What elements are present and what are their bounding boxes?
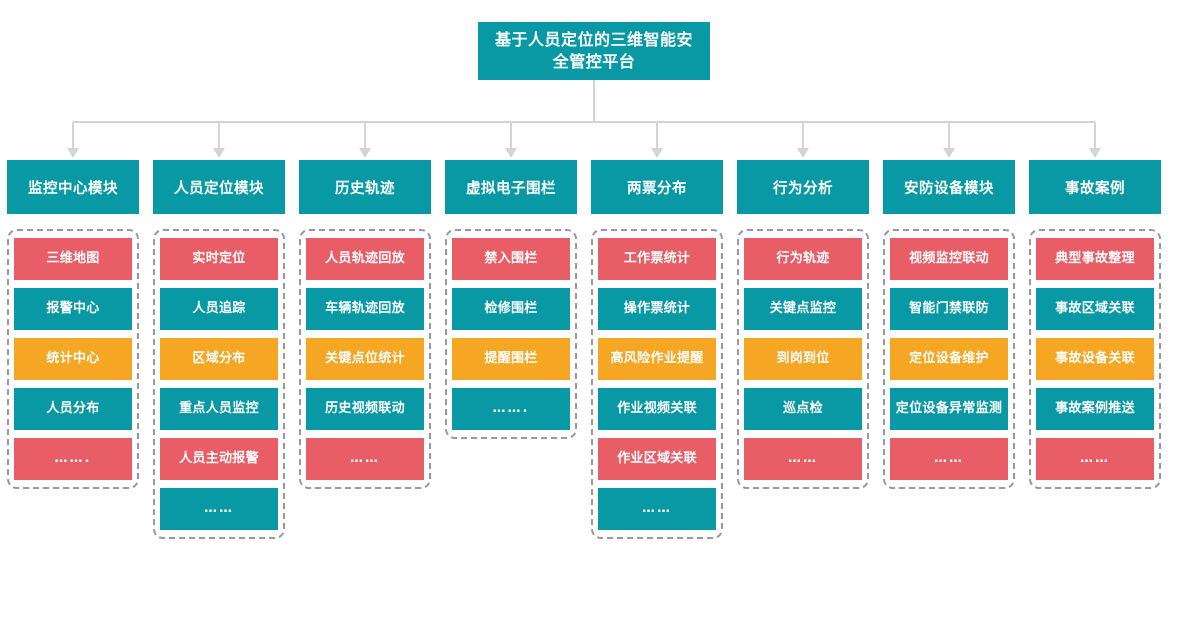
module-item[interactable]: 统计中心 — [14, 338, 132, 380]
module-item-ellipsis[interactable]: ……. — [452, 388, 570, 430]
module-header-4[interactable]: 虚拟电子围栏 — [445, 160, 577, 214]
module-item[interactable]: 事故区域关联 — [1036, 288, 1154, 330]
module-item-ellipsis[interactable]: …… — [160, 488, 278, 530]
module-item[interactable]: 到岗到位 — [744, 338, 862, 380]
module-item[interactable]: 三维地图 — [14, 238, 132, 280]
module-column: 监控中心模块三维地图报警中心统计中心人员分布 ……. — [7, 160, 139, 489]
module-item-group: 三维地图报警中心统计中心人员分布 ……. — [7, 229, 139, 489]
module-item[interactable]: 作业区域关联 — [598, 438, 716, 480]
branch-arrowhead-4 — [505, 148, 517, 158]
module-column: 事故案例典型事故整理事故区域关联事故设备关联事故案例推送 …… — [1029, 160, 1161, 489]
module-item-group: 人员轨迹回放车辆轨迹回放关键点位统计历史视频联动 …… — [299, 229, 431, 489]
module-item[interactable]: 关键点位统计 — [306, 338, 424, 380]
module-item[interactable]: 定位设备异常监测 — [890, 388, 1008, 430]
module-item[interactable]: 检修围栏 — [452, 288, 570, 330]
module-item[interactable]: 巡点检 — [744, 388, 862, 430]
branch-arrowhead-3 — [359, 148, 371, 158]
module-item[interactable]: 智能门禁联防 — [890, 288, 1008, 330]
module-item-ellipsis[interactable]: …… — [744, 438, 862, 480]
module-item-ellipsis[interactable]: …… — [598, 488, 716, 530]
module-item[interactable]: 关键点监控 — [744, 288, 862, 330]
platform-title: 基于人员定位的三维智能安全管控平台 — [478, 22, 710, 80]
module-item[interactable]: 操作票统计 — [598, 288, 716, 330]
module-item[interactable]: 提醒围栏 — [452, 338, 570, 380]
module-header-6[interactable]: 行为分析 — [737, 160, 869, 214]
module-item[interactable]: 人员追踪 — [160, 288, 278, 330]
module-item[interactable]: 事故案例推送 — [1036, 388, 1154, 430]
branch-arrowhead-7 — [943, 148, 955, 158]
module-item[interactable]: 视频监控联动 — [890, 238, 1008, 280]
module-item[interactable]: 车辆轨迹回放 — [306, 288, 424, 330]
module-item[interactable]: 人员轨迹回放 — [306, 238, 424, 280]
module-item[interactable]: 定位设备维护 — [890, 338, 1008, 380]
module-item-group: 工作票统计操作票统计高风险作业提醒作业视频关联作业区域关联 …… — [591, 229, 723, 539]
module-item-group: 行为轨迹关键点监控到岗到位巡点检 …… — [737, 229, 869, 489]
module-item-ellipsis[interactable]: …… — [1036, 438, 1154, 480]
module-header-3[interactable]: 历史轨迹 — [299, 160, 431, 214]
module-item-group: 视频监控联动智能门禁联防定位设备维护定位设备异常监测 …… — [883, 229, 1015, 489]
module-header-2[interactable]: 人员定位模块 — [153, 160, 285, 214]
module-item[interactable]: 高风险作业提醒 — [598, 338, 716, 380]
module-item[interactable]: 历史视频联动 — [306, 388, 424, 430]
module-item[interactable]: 事故设备关联 — [1036, 338, 1154, 380]
module-header-1[interactable]: 监控中心模块 — [7, 160, 139, 214]
module-item-ellipsis[interactable]: …… — [306, 438, 424, 480]
module-item[interactable]: 区域分布 — [160, 338, 278, 380]
module-columns: 监控中心模块三维地图报警中心统计中心人员分布 ……. 人员定位模块实时定位人员追踪区… — [0, 160, 1180, 539]
module-column: 人员定位模块实时定位人员追踪区域分布重点人员监控人员主动报警 …… — [153, 160, 285, 539]
branch-arrowhead-2 — [213, 148, 225, 158]
module-item[interactable]: 实时定位 — [160, 238, 278, 280]
module-column: 安防设备模块视频监控联动智能门禁联防定位设备维护定位设备异常监测 …… — [883, 160, 1015, 489]
module-item[interactable]: 行为轨迹 — [744, 238, 862, 280]
module-item[interactable]: 典型事故整理 — [1036, 238, 1154, 280]
branch-arrowhead-8 — [1089, 148, 1101, 158]
module-item[interactable]: 工作票统计 — [598, 238, 716, 280]
module-item-group: 禁入围栏检修围栏提醒围栏 ……. — [445, 229, 577, 439]
branch-arrowhead-6 — [797, 148, 809, 158]
branch-arrowhead-5 — [651, 148, 663, 158]
module-item-ellipsis[interactable]: …… — [890, 438, 1008, 480]
module-item-group: 典型事故整理事故区域关联事故设备关联事故案例推送 …… — [1029, 229, 1161, 489]
module-header-8[interactable]: 事故案例 — [1029, 160, 1161, 214]
module-column: 行为分析行为轨迹关键点监控到岗到位巡点检 …… — [737, 160, 869, 489]
module-column: 历史轨迹人员轨迹回放车辆轨迹回放关键点位统计历史视频联动 …… — [299, 160, 431, 489]
module-item-ellipsis[interactable]: ……. — [14, 438, 132, 480]
module-item[interactable]: 报警中心 — [14, 288, 132, 330]
module-header-5[interactable]: 两票分布 — [591, 160, 723, 214]
module-item[interactable]: 重点人员监控 — [160, 388, 278, 430]
module-column: 两票分布工作票统计操作票统计高风险作业提醒作业视频关联作业区域关联 …… — [591, 160, 723, 539]
module-item[interactable]: 禁入围栏 — [452, 238, 570, 280]
module-item[interactable]: 人员主动报警 — [160, 438, 278, 480]
module-item[interactable]: 人员分布 — [14, 388, 132, 430]
module-header-7[interactable]: 安防设备模块 — [883, 160, 1015, 214]
module-item[interactable]: 作业视频关联 — [598, 388, 716, 430]
module-item-group: 实时定位人员追踪区域分布重点人员监控人员主动报警 …… — [153, 229, 285, 539]
module-column: 虚拟电子围栏禁入围栏检修围栏提醒围栏 ……. — [445, 160, 577, 439]
branch-arrowhead-1 — [67, 148, 79, 158]
